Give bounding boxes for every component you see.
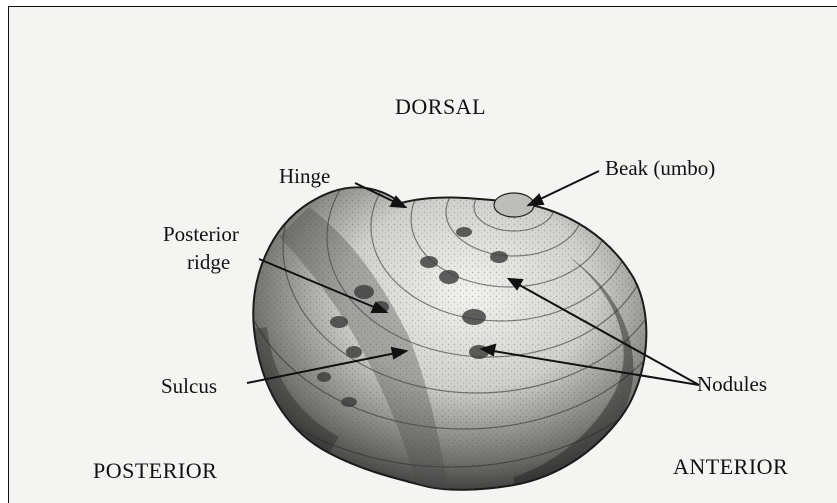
- beak-label: Beak (umbo): [605, 157, 715, 180]
- posterior-ridge-label-line2: ridge: [187, 251, 230, 274]
- sulcus-label: Sulcus: [161, 375, 217, 398]
- dorsal-label: DORSAL: [395, 95, 486, 119]
- posterior-ridge-label-line1: Posterior: [163, 223, 239, 246]
- posterior-label: POSTERIOR: [93, 459, 217, 483]
- anterior-label: ANTERIOR: [673, 455, 788, 479]
- beak-arrow-icon: [529, 171, 599, 205]
- shell-icon: [193, 71, 709, 503]
- hinge-label: Hinge: [279, 165, 330, 188]
- shell-diagram: [9, 7, 837, 503]
- nodules-label: Nodules: [697, 373, 767, 396]
- figure-frame: DORSAL Hinge Beak (umbo) Posterior ridge…: [8, 6, 837, 503]
